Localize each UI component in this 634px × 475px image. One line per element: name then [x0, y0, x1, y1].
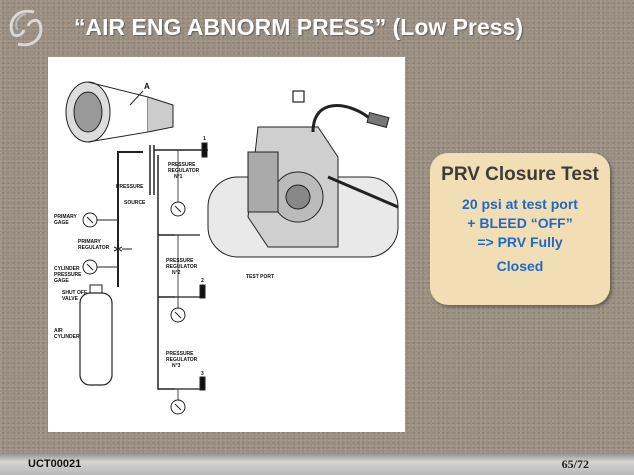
engine-sketch — [65, 81, 174, 143]
callout-heading: PRV Closure Test — [441, 164, 599, 185]
test-port-label: TEST PORT — [246, 274, 274, 280]
regulator-1: PRESSURE REGULATOR N°1 1 — [168, 136, 206, 180]
primary-regulator-label-2: REGULATOR — [78, 245, 110, 251]
swirl-logo-icon — [9, 9, 43, 47]
callout-line-1: 20 psi at test port — [462, 196, 578, 212]
svg-text:PRESSURE: PRESSURE — [168, 162, 196, 168]
svg-text:N°1: N°1 — [174, 174, 183, 180]
svg-text:N°2: N°2 — [172, 270, 181, 276]
shut-off-valve-label: SHUT OFF — [62, 290, 87, 296]
callout-line-2: + BLEED “OFF” — [467, 215, 573, 231]
slide-footer: UCT00021 65/72 — [0, 453, 634, 475]
air-cylinder-label: AIR — [54, 328, 63, 334]
primary-gage-label-2: GAGE — [54, 220, 69, 226]
pneumatic-test-diagram: A TEST PORT — [48, 57, 405, 432]
svg-text:3: 3 — [201, 371, 204, 377]
page-number: 65/72 — [561, 457, 589, 471]
prv-closure-test-callout: PRV Closure Test 20 psi at test port + B… — [430, 153, 610, 305]
prv-valve-assembly — [207, 104, 399, 258]
regulator-2: PRESSURE REGULATOR N°2 2 — [166, 258, 204, 284]
pressure-source-label-2: SOURCE — [124, 200, 146, 206]
primary-regulator-label: PRIMARY — [78, 239, 102, 245]
cylinder-gage-label-3: GAGE — [54, 278, 69, 284]
svg-text:REGULATOR: REGULATOR — [166, 264, 198, 270]
callout-line-3: => PRV Fully — [477, 234, 563, 250]
cylinder-gage-label-2: PRESSURE — [54, 272, 82, 278]
air-cylinder-label-2: CYLINDER — [54, 334, 80, 340]
svg-text:REGULATOR: REGULATOR — [166, 357, 198, 363]
document-code: UCT00021 — [28, 458, 82, 470]
view-arrow-label: A — [144, 82, 150, 91]
pressure-source-label: PRESSURE — [116, 184, 144, 190]
svg-text:1: 1 — [203, 136, 206, 142]
svg-text:2: 2 — [201, 278, 204, 284]
callout-closing: Closed — [496, 258, 544, 274]
primary-gage-label: PRIMARY — [54, 214, 78, 220]
svg-text:N°3: N°3 — [172, 363, 181, 369]
slide-title: “AIR ENG ABNORM PRESS” (Low Press) — [74, 14, 523, 40]
company-logo — [4, 6, 48, 50]
regulator-3: PRESSURE REGULATOR N°3 3 — [166, 351, 204, 377]
shut-off-valve-label-2: VALVE — [62, 296, 79, 302]
svg-text:REGULATOR: REGULATOR — [168, 168, 200, 174]
svg-text:PRESSURE: PRESSURE — [166, 258, 194, 264]
svg-text:PRESSURE: PRESSURE — [166, 351, 194, 357]
cylinder-gage-label: CYLINDER — [54, 266, 80, 272]
